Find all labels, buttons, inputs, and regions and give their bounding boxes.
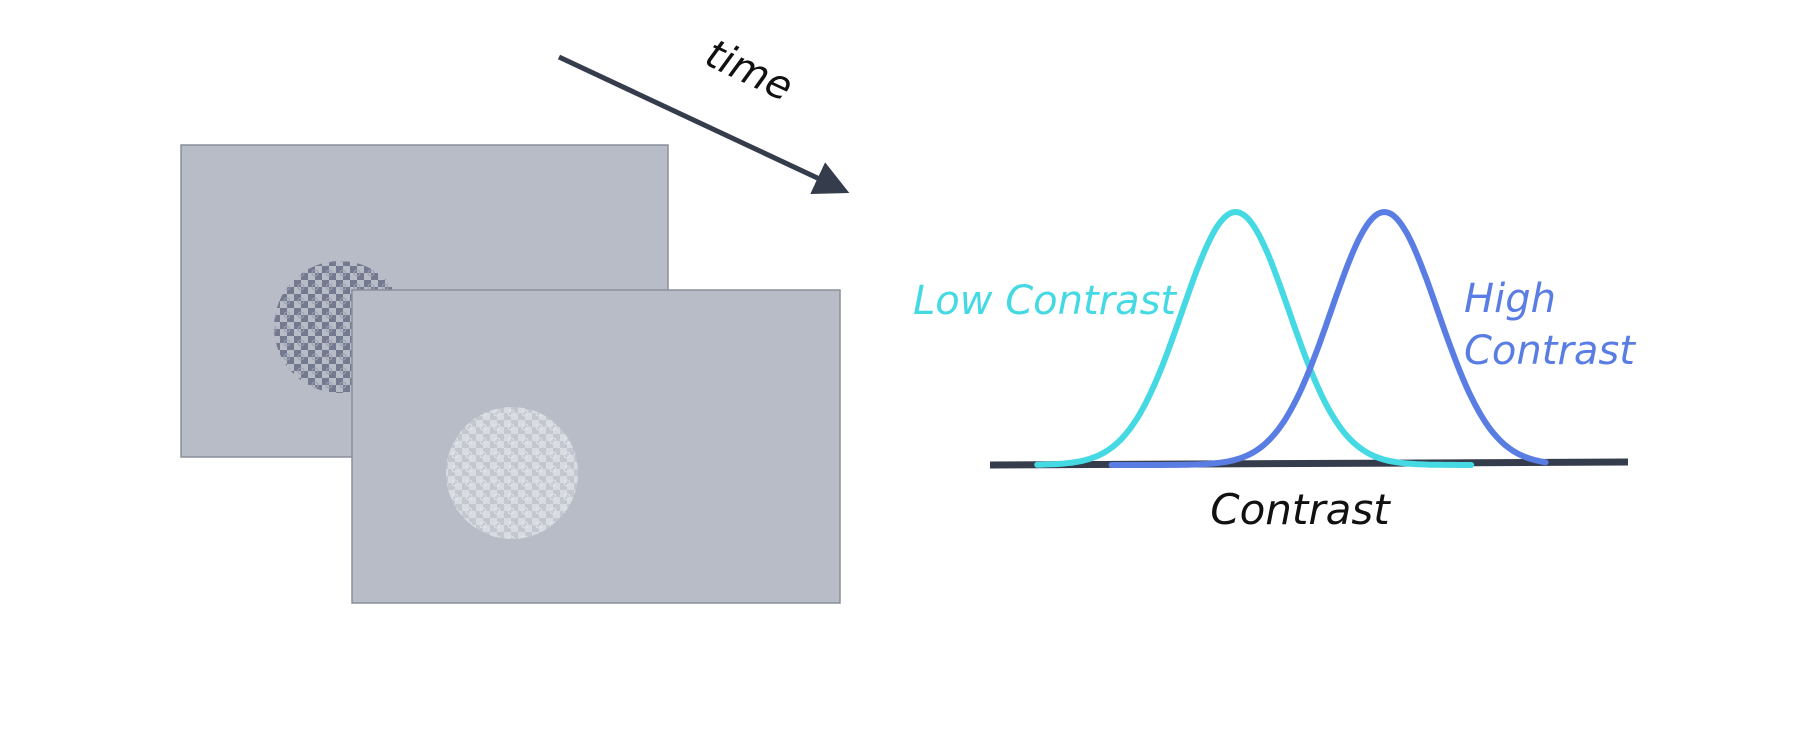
low-contrast-label: Low Contrast [913, 278, 1177, 324]
high-contrast-label-line2: Contrast [1464, 328, 1636, 374]
high-contrast-curve [1108, 209, 1549, 468]
contrast-axis [989, 458, 1629, 469]
stimulus-frame-front [351, 289, 841, 604]
time-arrow [557, 54, 850, 194]
high-contrast-label-line1: High [1464, 276, 1556, 322]
low-contrast-patch [446, 407, 578, 539]
time-label: time [698, 31, 799, 111]
contrast-axis-label: Contrast [1210, 485, 1391, 534]
low-contrast-curve [1034, 208, 1475, 468]
